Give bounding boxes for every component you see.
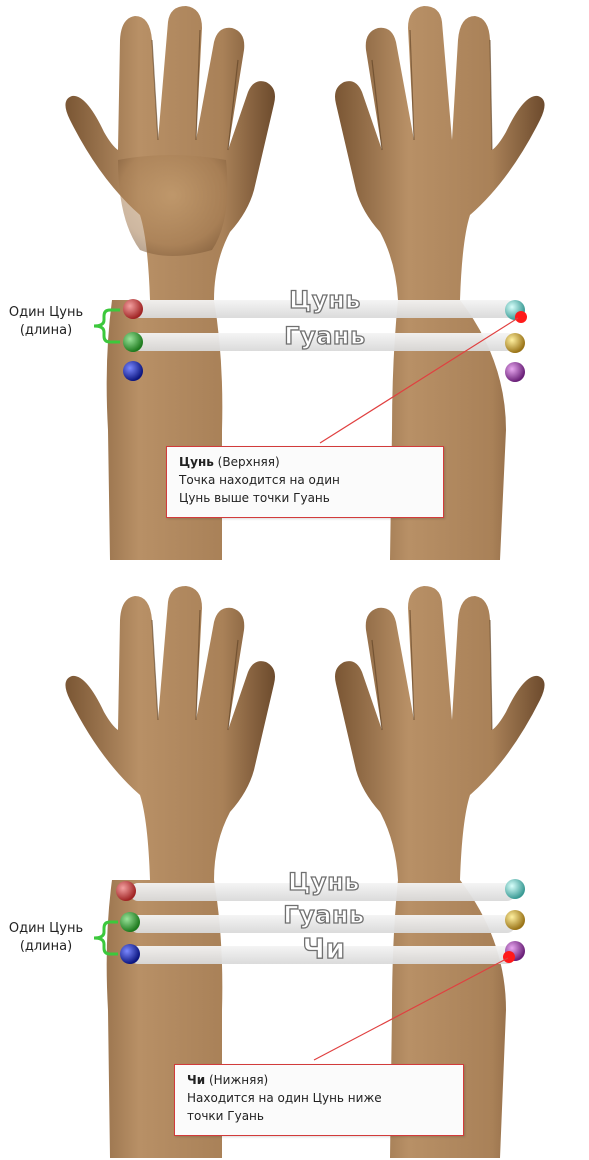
length-note: Один Цунь (длина) — [0, 920, 92, 956]
callout-line2: Точка находится на один — [179, 471, 433, 489]
label-guan: Гуань — [270, 322, 380, 350]
callout-box: Цунь (Верхняя) Точка находится на один Ц… — [166, 446, 444, 518]
length-note-line1: Один Цунь — [0, 920, 92, 938]
callout-title: Чи — [187, 1073, 205, 1087]
length-note-line2: (длина) — [0, 322, 92, 340]
dot-gold-right — [505, 910, 525, 930]
dot-gold-right — [505, 333, 525, 353]
dot-blue-left — [120, 944, 140, 964]
highlight-marker — [503, 951, 515, 963]
dot-purple-right — [505, 362, 525, 382]
callout-qualifier: (Верхняя) — [218, 455, 280, 469]
length-note-line2: (длина) — [0, 938, 92, 956]
label-cun: Цунь — [264, 868, 384, 896]
length-note-line1: Один Цунь — [0, 304, 92, 322]
dot-red-left — [123, 299, 143, 319]
callout-line2: Находится на один Цунь ниже — [187, 1089, 453, 1107]
label-chi: Чи — [264, 932, 384, 965]
top-panel: Один Цунь (длина) Цунь Гуань Цунь (Верхн… — [0, 0, 589, 580]
callout-line3: Цунь выше точки Гуань — [179, 489, 433, 507]
bottom-panel: Один Цунь (длина) Цунь Гуань Чи Чи (Нижн… — [0, 580, 589, 1160]
length-note: Один Цунь (длина) — [0, 304, 92, 340]
callout-title: Цунь — [179, 455, 214, 469]
dot-green-left — [123, 332, 143, 352]
label-cun: Цунь — [270, 286, 380, 314]
callout-line3: точки Гуань — [187, 1107, 453, 1125]
dot-blue-left — [123, 361, 143, 381]
highlight-marker — [515, 311, 527, 323]
dot-cyan-right — [505, 879, 525, 899]
callout-box: Чи (Нижняя) Находится на один Цунь ниже … — [174, 1064, 464, 1136]
dot-green-left — [120, 912, 140, 932]
dot-red-left — [116, 881, 136, 901]
label-guan: Гуань — [264, 901, 384, 929]
callout-qualifier: (Нижняя) — [209, 1073, 268, 1087]
